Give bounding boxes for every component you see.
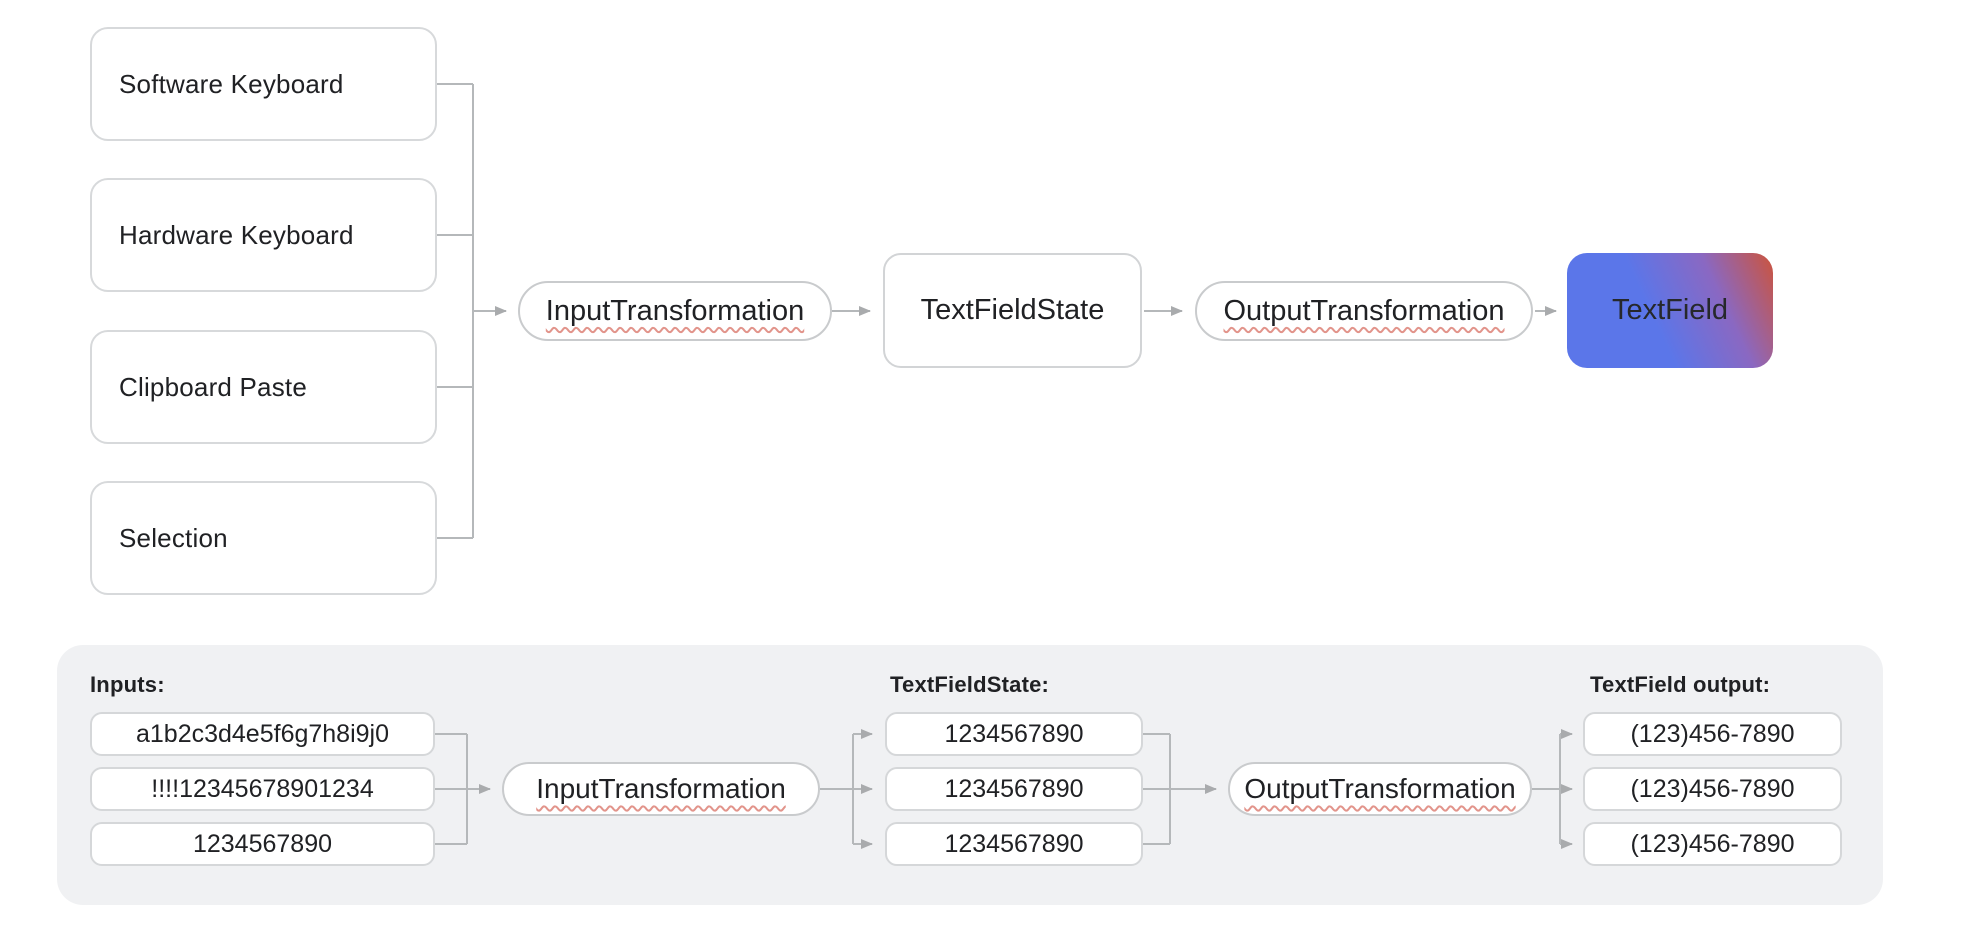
source-label: Hardware Keyboard xyxy=(119,219,354,250)
source-box-software-keyboard: Software Keyboard xyxy=(90,27,437,141)
input-value: !!!!12345678901234 xyxy=(151,774,374,803)
output-transformation-pill: OutputTransformation xyxy=(1195,281,1533,341)
state-value: 1234567890 xyxy=(944,774,1084,803)
example-output-transformation-pill: OutputTransformation xyxy=(1228,762,1532,816)
example-output-transformation-label: OutputTransformation xyxy=(1244,773,1516,804)
state-value: 1234567890 xyxy=(944,719,1084,748)
output-value-box: (123)456-7890 xyxy=(1583,822,1842,866)
source-label: Selection xyxy=(119,522,228,553)
input-transformation-label: InputTransformation xyxy=(545,294,805,327)
textfield-output-heading: TextField output: xyxy=(1590,672,1771,697)
input-transformation-pill: InputTransformation xyxy=(518,281,832,341)
example-input-transformation-pill: InputTransformation xyxy=(502,762,820,816)
output-value-box: (123)456-7890 xyxy=(1583,712,1842,756)
state-value-box: 1234567890 xyxy=(885,822,1143,866)
input-value: 1234567890 xyxy=(192,829,333,858)
output-value: (123)456-7890 xyxy=(1630,719,1795,748)
input-value: a1b2c3d4e5f6g7h8i9j0 xyxy=(135,719,389,748)
state-value-box: 1234567890 xyxy=(885,712,1143,756)
source-box-hardware-keyboard: Hardware Keyboard xyxy=(90,178,437,292)
inputs-heading: Inputs: xyxy=(90,672,165,697)
textfieldstate-heading: TextFieldState: xyxy=(890,672,1050,697)
input-value-box: !!!!12345678901234 xyxy=(90,767,435,811)
textfield-gradient-box: TextField xyxy=(1567,253,1773,368)
output-value: (123)456-7890 xyxy=(1630,774,1795,803)
source-box-selection: Selection xyxy=(90,481,437,595)
state-value-box: 1234567890 xyxy=(885,767,1143,811)
textfieldstate-label: TextFieldState xyxy=(920,294,1105,326)
output-transformation-label: OutputTransformation xyxy=(1223,294,1505,327)
output-value-box: (123)456-7890 xyxy=(1583,767,1842,811)
source-label: Software Keyboard xyxy=(119,68,344,99)
textfield-label: TextField xyxy=(1611,294,1729,326)
output-value: (123)456-7890 xyxy=(1630,829,1795,858)
source-box-clipboard-paste: Clipboard Paste xyxy=(90,330,437,444)
input-value-box: 1234567890 xyxy=(90,822,435,866)
input-value-box: a1b2c3d4e5f6g7h8i9j0 xyxy=(90,712,435,756)
source-label: Clipboard Paste xyxy=(119,371,307,402)
example-input-transformation-label: InputTransformation xyxy=(536,773,786,804)
state-value: 1234567890 xyxy=(944,829,1084,858)
textfieldstate-box: TextFieldState xyxy=(883,253,1142,368)
